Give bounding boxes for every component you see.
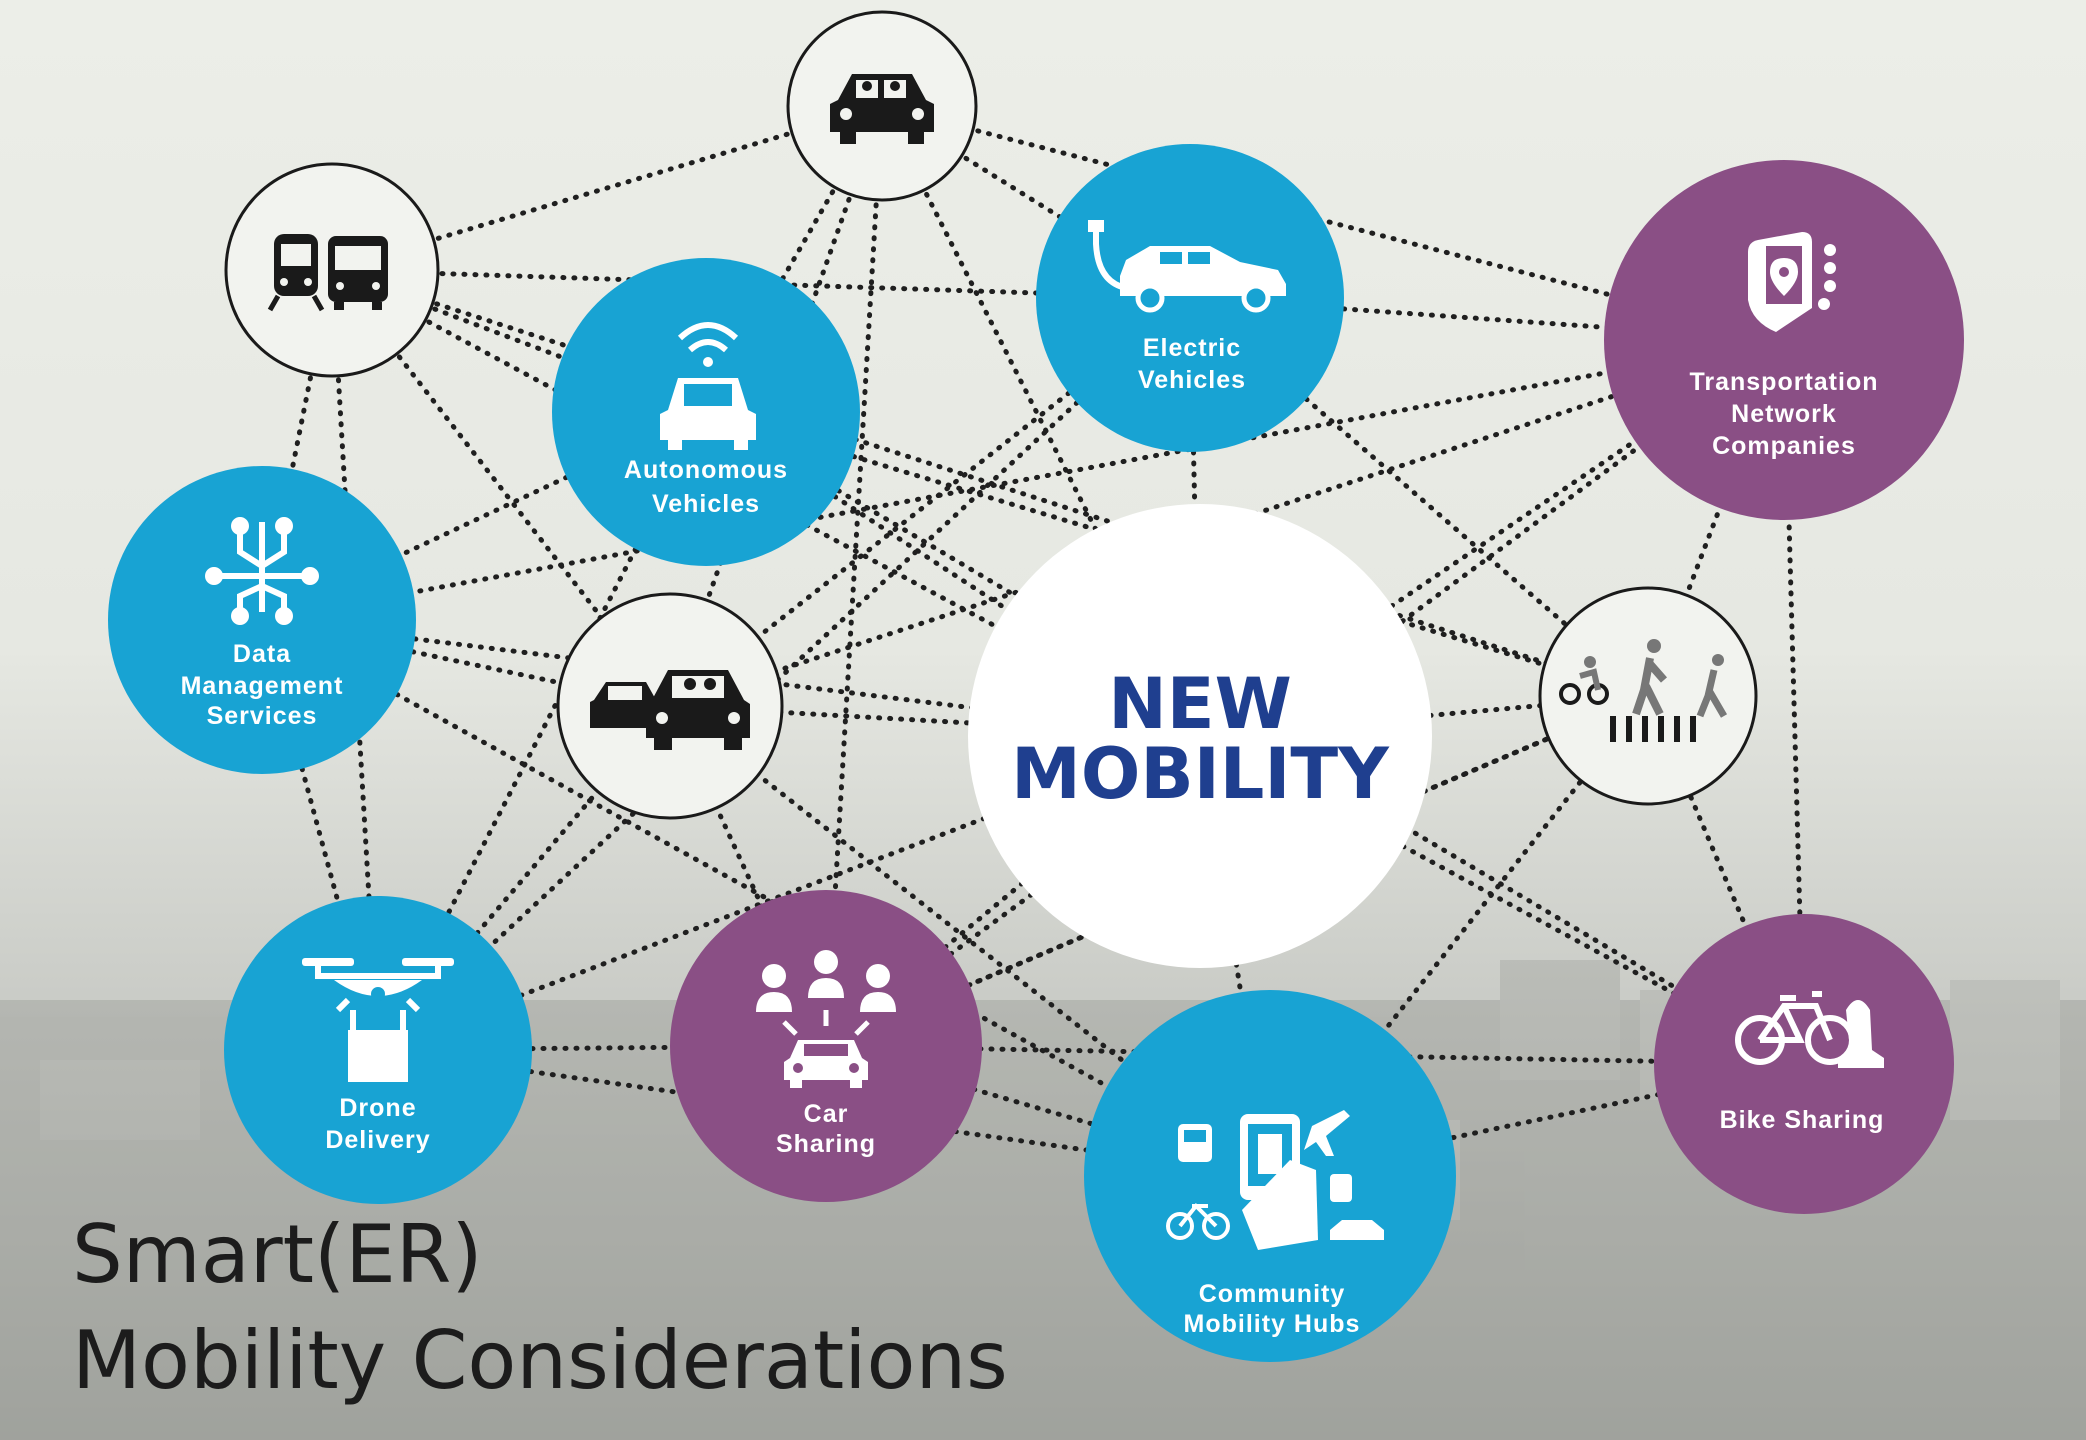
link-carpool-carshare [667, 703, 829, 1049]
node-transportation-network-companies: Transportation Network Companies [1604, 160, 1964, 520]
train-bus-icon [267, 234, 388, 312]
node-label-drone-delivery-2: Delivery [325, 1126, 430, 1154]
node-transit [224, 162, 440, 378]
node-drone-delivery: Drone Delivery [224, 896, 532, 1204]
node-car-sharing: Car Sharing [670, 890, 982, 1202]
node-rideshare-car [786, 10, 978, 202]
electric-car-icon [1088, 220, 1286, 313]
link-car-av [703, 103, 885, 415]
node-label-data-management-3: Services [207, 702, 318, 730]
node-label-car-sharing-2: Sharing [776, 1130, 876, 1158]
link-av-active [703, 409, 1651, 699]
node-carpool [556, 592, 784, 820]
center-node: NEW MOBILITY [968, 504, 1432, 968]
node-data-management-services: Data Management Services [108, 466, 416, 774]
people-car-icon [756, 950, 896, 1088]
link-center-drone [375, 733, 1203, 1053]
node-label-electric-vehicles-1: Electric [1143, 334, 1241, 362]
bike-icon [1735, 991, 1884, 1068]
link-transit-active [329, 267, 1651, 699]
node-label-autonomous-vehicles-2: Vehicles [652, 490, 760, 518]
node-label-bike-sharing: Bike Sharing [1720, 1106, 1885, 1134]
node-community-mobility-hubs: Community Mobility Hubs [1084, 990, 1456, 1362]
caption-line-1: Smart(ER) [72, 1208, 483, 1301]
link-data-drone [259, 617, 381, 1053]
node-label-car-sharing-1: Car [804, 1100, 849, 1128]
node-label-autonomous-vehicles-1: Autonomous [624, 456, 788, 484]
node-label-electric-vehicles-2: Vehicles [1138, 366, 1246, 394]
rideshare-car-icon [830, 74, 934, 144]
data-tree-icon [205, 517, 319, 625]
link-car-transit [329, 103, 885, 273]
node-active-transport [1538, 586, 1758, 806]
link-tnc-data [259, 337, 1787, 623]
caption-line-2: Mobility Considerations [72, 1314, 1008, 1407]
link-car-center [879, 103, 1203, 739]
node-label-data-management-1: Data [233, 640, 291, 668]
link-tnc-center [1197, 337, 1787, 739]
autonomous-car-icon [660, 322, 756, 450]
link-car-tnc [879, 103, 1787, 343]
node-label-tnc-1: Transportation [1689, 368, 1878, 396]
node-label-data-management-2: Management [181, 672, 344, 700]
node-label-tnc-3: Companies [1712, 432, 1856, 460]
node-bike-sharing: Bike Sharing [1654, 914, 1954, 1214]
node-label-community-hubs-1: Community [1199, 1280, 1346, 1308]
node-label-tnc-2: Network [1731, 400, 1837, 428]
node-autonomous-vehicles: Autonomous Vehicles [552, 258, 860, 566]
phone-pin-icon [1748, 232, 1836, 332]
drone-icon [302, 958, 454, 1082]
link-ev-drone [375, 295, 1193, 1053]
walk-cycle-icon [1559, 639, 1728, 742]
node-label-community-hubs-2: Mobility Hubs [1184, 1310, 1361, 1338]
two-cars-icon [590, 670, 750, 750]
hub-icon [1166, 1110, 1384, 1250]
node-electric-vehicles: Electric Vehicles [1036, 144, 1344, 452]
center-title-line2: MOBILITY [1011, 733, 1390, 815]
link-data-hubs [259, 617, 1273, 1179]
link-carshare-bike [823, 1043, 1807, 1067]
link-car-carshare [823, 103, 885, 1049]
center-title-line1: NEW [1108, 663, 1292, 745]
node-label-drone-delivery-1: Drone [339, 1094, 416, 1122]
